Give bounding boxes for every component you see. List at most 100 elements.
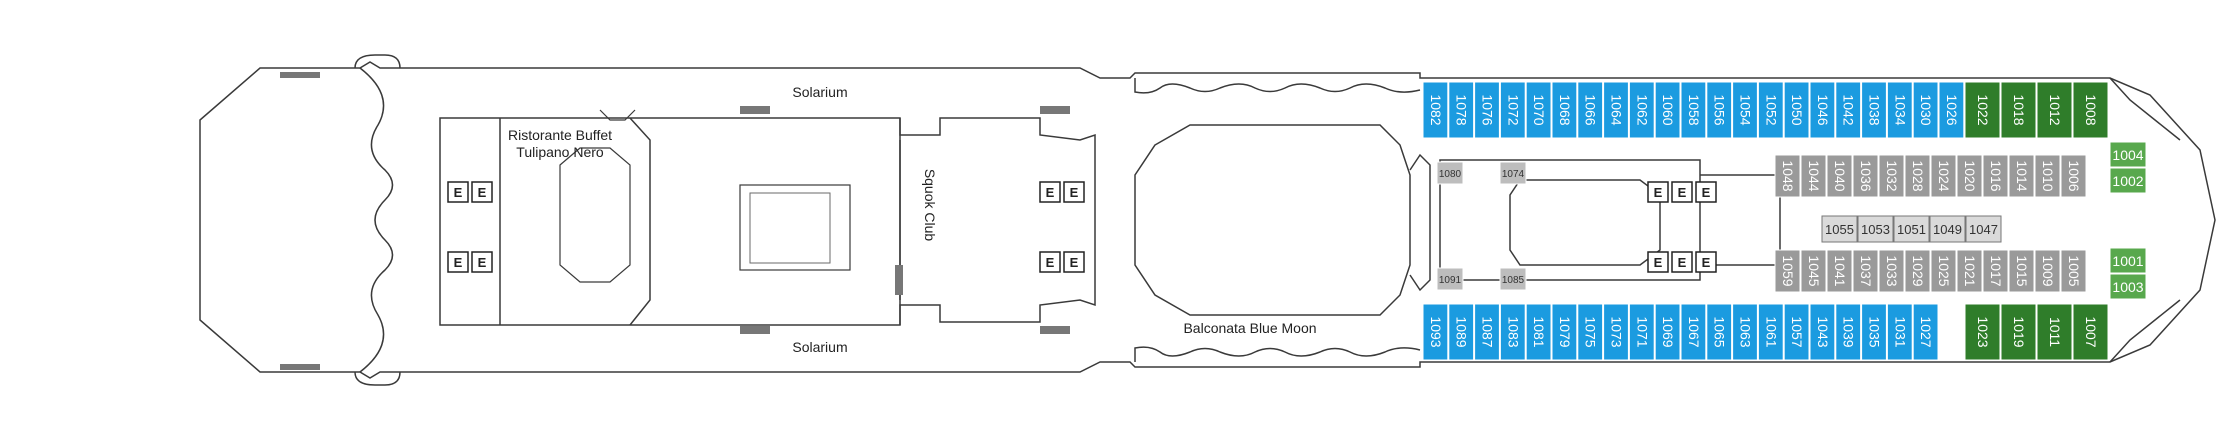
cabin-number: 1012 (2047, 94, 2063, 125)
cabin[interactable]: 1080 (1436, 161, 1464, 185)
cabin[interactable]: 1087 (1474, 303, 1500, 361)
cabin[interactable]: 1041 (1826, 249, 1853, 293)
cabin[interactable]: 1073 (1603, 303, 1629, 361)
cabin-number: 1078 (1454, 94, 1470, 125)
cabin[interactable]: 1083 (1499, 303, 1526, 361)
cabin[interactable]: 1020 (1956, 154, 1983, 198)
cabin[interactable]: 1016 (1982, 154, 2009, 198)
suite-cabin[interactable]: 1003 (2109, 273, 2147, 300)
cabin[interactable]: 1052 (1757, 81, 1784, 139)
suite-cabin[interactable]: 1002 (2109, 167, 2147, 194)
cabin[interactable]: 1046 (1809, 81, 1836, 139)
cabin[interactable]: 1038 (1861, 81, 1887, 139)
cabin-number: 1036 (1858, 160, 1874, 191)
cabin[interactable]: 1018 (2000, 81, 2037, 139)
svg-text:E: E (478, 255, 487, 270)
cabin[interactable]: 1040 (1826, 154, 1853, 198)
cabin[interactable]: 1023 (1964, 303, 2001, 361)
cabin[interactable]: 1032 (1878, 154, 1905, 198)
cabin[interactable]: 1014 (2008, 154, 2035, 198)
cabin[interactable]: 1009 (2034, 249, 2061, 293)
cabin[interactable]: 1070 (1525, 81, 1552, 139)
cabin[interactable]: 1021 (1956, 249, 1983, 293)
cabin[interactable]: 1042 (1835, 81, 1862, 139)
cabin[interactable]: 1037 (1852, 249, 1879, 293)
cabin[interactable]: 1069 (1654, 303, 1681, 361)
cabin[interactable]: 1081 (1525, 303, 1552, 361)
cabin[interactable]: 1079 (1551, 303, 1578, 361)
cabin[interactable]: 1061 (1757, 303, 1784, 361)
cabin[interactable]: 1056 (1706, 81, 1733, 139)
cabin[interactable]: 1017 (1982, 249, 2009, 293)
cabin[interactable]: 1065 (1706, 303, 1733, 361)
cabin[interactable]: 1007 (2072, 303, 2109, 361)
cabin[interactable]: 1072 (1499, 81, 1526, 139)
cabin[interactable]: 1076 (1474, 81, 1500, 139)
cabin[interactable]: 1024 (1930, 154, 1957, 198)
cabin[interactable]: 1064 (1603, 81, 1629, 139)
cabin[interactable]: 1015 (2008, 249, 2035, 293)
cabin[interactable]: 1050 (1783, 81, 1810, 139)
cabin[interactable]: 1075 (1577, 303, 1604, 361)
cabin[interactable]: 1031 (1886, 303, 1913, 361)
cabin-number: 1039 (1841, 316, 1857, 347)
cabin-number: 1046 (1815, 94, 1831, 125)
cabin-number: 1064 (1609, 94, 1625, 125)
cabin-number: 1069 (1660, 316, 1676, 347)
cabin[interactable]: 1028 (1904, 154, 1931, 198)
cabin[interactable]: 1026 (1938, 81, 1965, 139)
cabin[interactable]: 1078 (1448, 81, 1475, 139)
cabin[interactable]: 1062 (1628, 81, 1655, 139)
cabin[interactable]: 1048 (1774, 154, 1801, 198)
cabin[interactable]: 1082 (1422, 81, 1449, 139)
cabin[interactable]: 1091 (1436, 267, 1464, 291)
cabin[interactable]: 1093 (1422, 303, 1449, 361)
cabin[interactable]: 1010 (2034, 154, 2061, 198)
cabin[interactable]: 1034 (1886, 81, 1913, 139)
cabin-number: 1044 (1806, 160, 1822, 191)
cabin[interactable]: 1085 (1499, 267, 1527, 291)
cabin[interactable]: 1027 (1912, 303, 1939, 361)
cabin[interactable]: 1036 (1852, 154, 1879, 198)
cabin[interactable]: 1049 (1929, 215, 1966, 243)
cabin[interactable]: 1025 (1930, 249, 1957, 293)
cabin[interactable]: 1051 (1893, 215, 1930, 243)
cabin[interactable]: 1066 (1577, 81, 1604, 139)
cabin[interactable]: 1053 (1857, 215, 1894, 243)
cabin[interactable]: 1039 (1835, 303, 1862, 361)
cabin[interactable]: 1071 (1628, 303, 1655, 361)
cabin[interactable]: 1059 (1774, 249, 1801, 293)
cabin[interactable]: 1060 (1654, 81, 1681, 139)
cabin[interactable]: 1074 (1499, 161, 1527, 185)
cabin[interactable]: 1043 (1809, 303, 1836, 361)
cabin[interactable]: 1047 (1965, 215, 2002, 243)
cabin[interactable]: 1068 (1551, 81, 1578, 139)
cabin[interactable]: 1029 (1904, 249, 1931, 293)
cabin[interactable]: 1044 (1800, 154, 1827, 198)
cabin[interactable]: 1054 (1732, 81, 1758, 139)
cabin[interactable]: 1005 (2060, 249, 2087, 293)
cabin[interactable]: 1035 (1861, 303, 1887, 361)
cabin[interactable]: 1008 (2072, 81, 2109, 139)
cabin[interactable]: 1011 (2036, 303, 2073, 361)
cabin[interactable]: 1063 (1732, 303, 1758, 361)
cabin[interactable]: 1030 (1912, 81, 1939, 139)
cabin[interactable]: 1019 (2000, 303, 2037, 361)
suite-cabin[interactable]: 1004 (2109, 141, 2147, 168)
cabin[interactable]: 1033 (1878, 249, 1905, 293)
cabin-number: 1009 (2040, 255, 2056, 286)
svg-text:E: E (1654, 255, 1663, 270)
cabin[interactable]: 1067 (1680, 303, 1707, 361)
cabin-number: 1062 (1634, 94, 1650, 125)
cabin[interactable]: 1006 (2060, 154, 2087, 198)
cabin[interactable]: 1058 (1680, 81, 1707, 139)
cabin[interactable]: 1045 (1800, 249, 1827, 293)
cabin[interactable]: 1057 (1783, 303, 1810, 361)
cabin[interactable]: 1089 (1448, 303, 1475, 361)
suite-cabin[interactable]: 1001 (2109, 247, 2147, 274)
cabin[interactable]: 1022 (1964, 81, 2001, 139)
cabin[interactable]: 1055 (1821, 215, 1858, 243)
cabin-number: 1051 (1897, 222, 1926, 237)
cabin[interactable]: 1012 (2036, 81, 2073, 139)
